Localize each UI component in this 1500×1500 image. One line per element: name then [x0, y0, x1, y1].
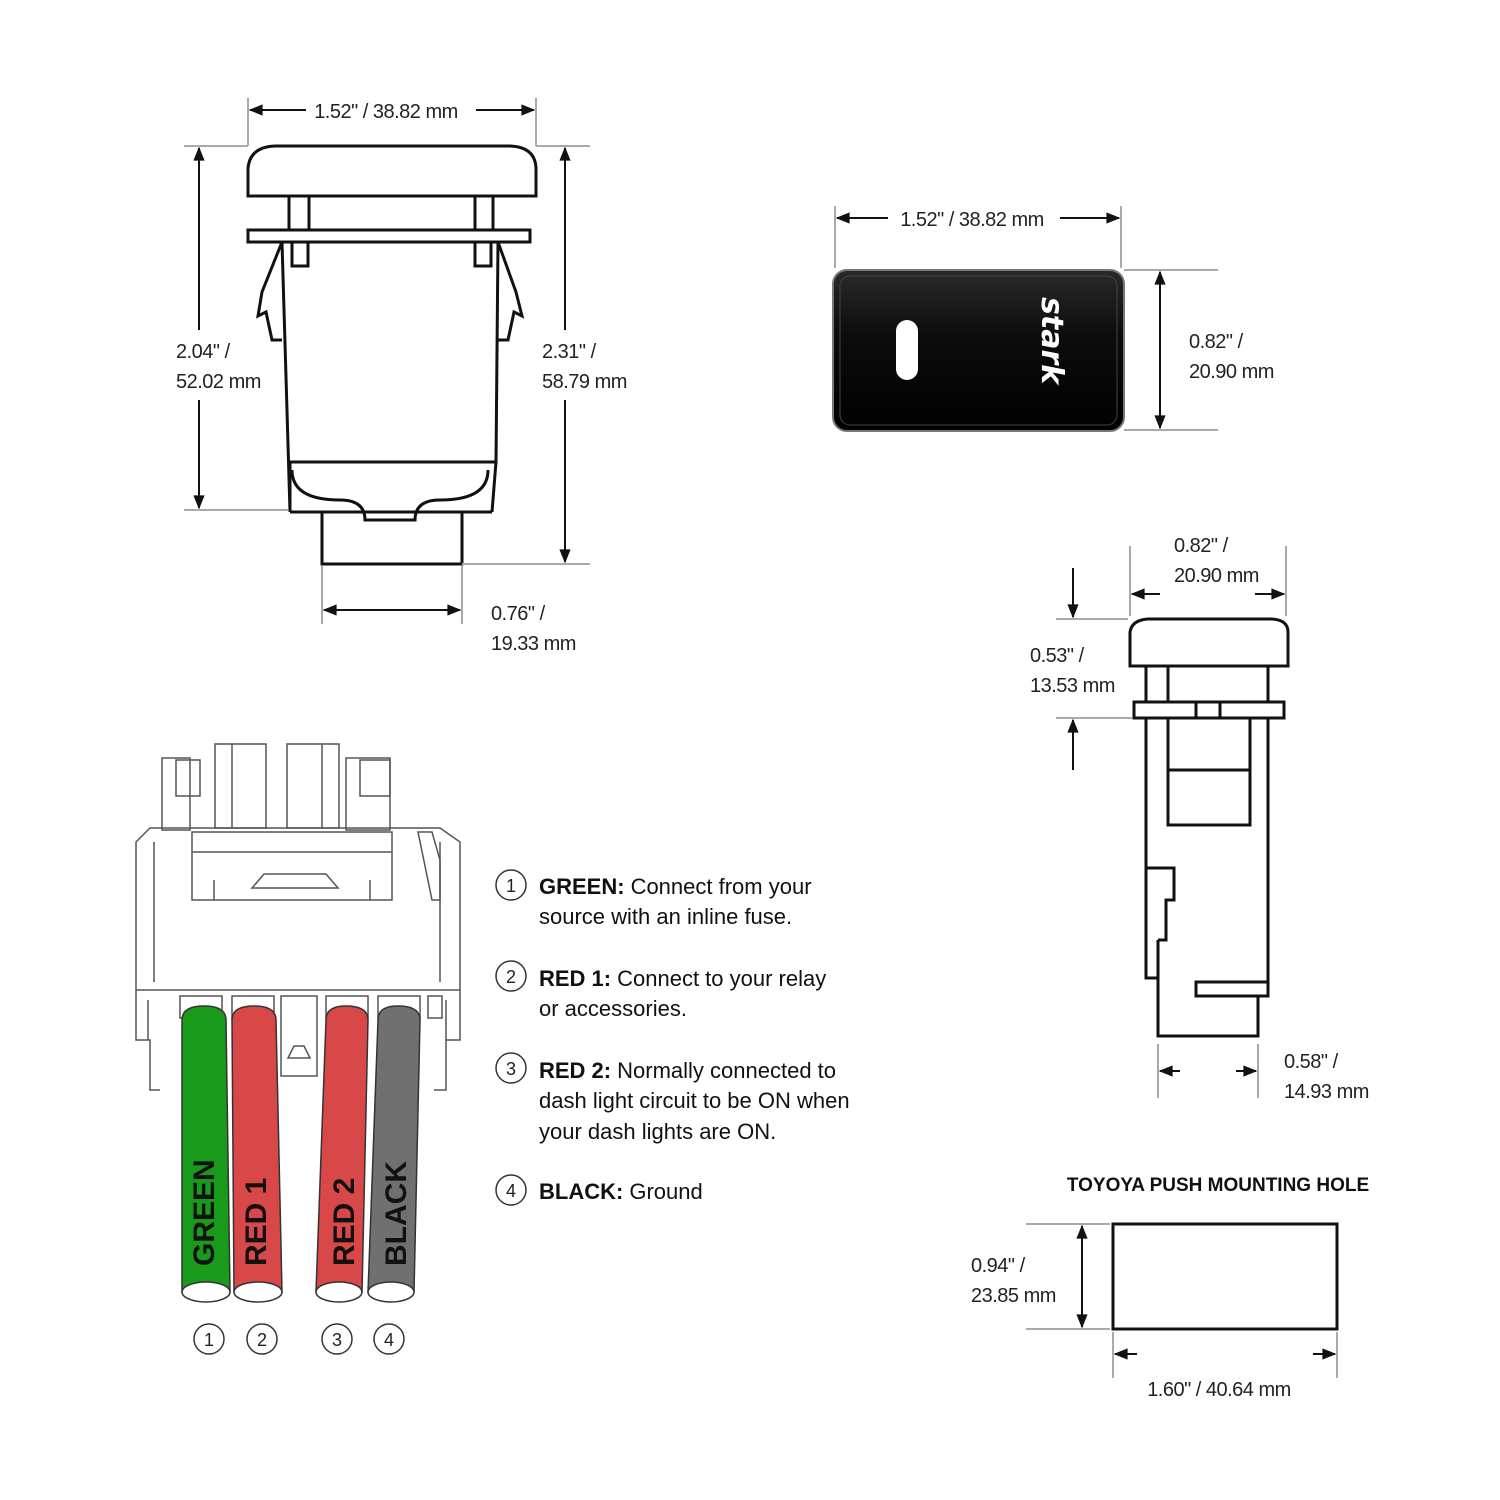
legend-item-1: 1 GREEN:Connect from your source with an…	[495, 869, 812, 929]
svg-text:4: 4	[384, 1330, 394, 1350]
svg-text:1: 1	[204, 1330, 214, 1350]
face-height-dim-1: 0.82" /	[1189, 331, 1244, 353]
face-dimension-lines	[834, 206, 1218, 431]
wire-red-2: RED 2	[315, 1005, 369, 1303]
front-width-dim: 1.52" / 38.82 mm	[314, 101, 458, 123]
wire-red-2-label: RED 2	[328, 1178, 361, 1266]
mounting-hole-outline	[1111, 1222, 1339, 1331]
legend-line-2-1: Connect to your relay	[617, 966, 826, 991]
svg-text:3: 3	[506, 1059, 516, 1079]
mounting-height-dim-2: 23.85 mm	[971, 1285, 1056, 1307]
svg-text:RED 1:Connect to your relay: RED 1:Connect to your relay	[539, 966, 826, 991]
face-height-dim-2: 20.90 mm	[1189, 361, 1274, 383]
wire-number-4: 4	[373, 1323, 405, 1355]
wire-black: BLACK	[367, 1005, 421, 1303]
front-dimension-lines	[184, 98, 590, 624]
svg-text:1: 1	[506, 876, 516, 896]
connector-housing	[135, 743, 461, 1091]
svg-text:BLACK:Ground: BLACK:Ground	[539, 1179, 703, 1204]
legend-item-3: 3 RED 2:Normally connected to dash light…	[495, 1052, 850, 1144]
svg-text:2: 2	[506, 967, 516, 987]
wire-black-label: BLACK	[380, 1161, 413, 1266]
wire-green-label: GREEN	[188, 1159, 221, 1266]
wire-green: GREEN	[181, 1005, 231, 1303]
svg-text:2: 2	[257, 1330, 267, 1350]
front-view-switch	[246, 144, 538, 566]
wire-red-1-label: RED 1	[240, 1178, 273, 1266]
legend-line-3-3: your dash lights are ON.	[539, 1119, 776, 1144]
legend-name-2: RED 1:	[539, 966, 611, 991]
face-width-dim: 1.52" / 38.82 mm	[900, 209, 1044, 231]
wire-number-1: 1	[193, 1323, 225, 1355]
svg-text:3: 3	[332, 1330, 342, 1350]
side-connector-depth-dim-2: 14.93 mm	[1284, 1081, 1369, 1103]
front-total-height-dim-2: 58.79 mm	[542, 371, 627, 393]
indicator-light-icon	[896, 320, 918, 380]
legend-line-3-1: Normally connected to	[617, 1058, 836, 1083]
stark-logo-icon: stark	[1034, 297, 1069, 386]
svg-text:RED 2:Normally connected to: RED 2:Normally connected to	[539, 1058, 836, 1083]
front-total-height-dim-1: 2.31" /	[542, 341, 597, 363]
legend-line-3-2: dash light circuit to be ON when	[539, 1088, 850, 1113]
wire-number-3: 3	[321, 1323, 353, 1355]
side-cap-height-dim-1: 0.53" /	[1030, 645, 1085, 667]
front-body-height-dim-1: 2.04" /	[176, 341, 231, 363]
mounting-hole-title: TOYOYA PUSH MOUNTING HOLE	[1067, 1175, 1369, 1196]
side-view-switch	[1128, 617, 1290, 1038]
mounting-height-dim-1: 0.94" /	[971, 1255, 1026, 1277]
front-body-height-dim-2: 52.02 mm	[176, 371, 261, 393]
connector-width-dim-1: 0.76" /	[491, 603, 546, 625]
side-width-dim-2: 20.90 mm	[1174, 565, 1259, 587]
svg-text:GREEN:Connect from your: GREEN:Connect from your	[539, 874, 812, 899]
side-connector-depth-dim-1: 0.58" /	[1284, 1051, 1339, 1073]
connector-width-dim-2: 19.33 mm	[491, 633, 576, 655]
legend-item-2: 2 RED 1:Connect to your relay or accesso…	[495, 960, 826, 1021]
legend-name-1: GREEN:	[539, 874, 625, 899]
legend-name-4: BLACK:	[539, 1179, 623, 1204]
legend-line-1-1: Connect from your	[631, 874, 812, 899]
side-width-dim-1: 0.82" /	[1174, 535, 1229, 557]
wire-number-2: 2	[246, 1323, 278, 1355]
legend-line-2-2: or accessories.	[539, 996, 687, 1021]
svg-text:4: 4	[506, 1181, 516, 1201]
legend-item-4: 4 BLACK:Ground	[495, 1174, 703, 1206]
mounting-dimension-lines	[1026, 1223, 1338, 1378]
side-cap-height-dim-2: 13.53 mm	[1030, 675, 1115, 697]
side-dimension-lines	[1056, 546, 1287, 1098]
legend-line-1-2: source with an inline fuse.	[539, 904, 792, 929]
mounting-width-dim: 1.60" / 40.64 mm	[1147, 1379, 1291, 1401]
face-view-switch: stark	[832, 269, 1125, 432]
legend-line-4-1: Ground	[629, 1179, 702, 1204]
legend-name-3: RED 2:	[539, 1058, 611, 1083]
wire-red-1: RED 1	[231, 1005, 283, 1303]
